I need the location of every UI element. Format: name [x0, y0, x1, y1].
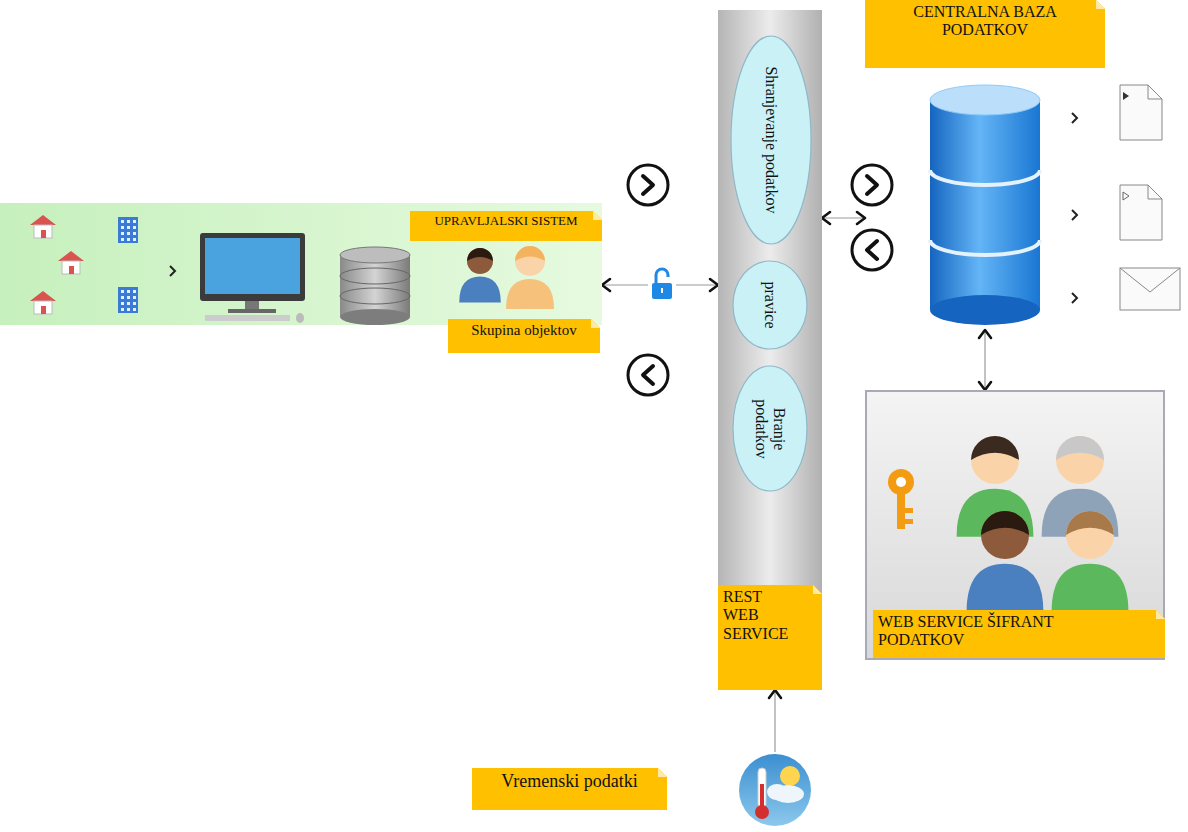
node-label: pravice	[761, 265, 779, 345]
node-label: REST WEB SERVICE	[723, 588, 795, 643]
sticky-note: WEB SERVICE ŠIFRANT PODATKOV	[873, 610, 1165, 658]
system-panel: UPRAVLJALSKI SISTEMSkupina objektov	[0, 203, 602, 325]
chevron-circle	[628, 165, 668, 205]
database-node: CENTRALNA BAZA PODATKOV	[865, 0, 1165, 330]
node-label: Vremenski podatki	[477, 771, 662, 792]
sticky-note: UPRAVLJALSKI SISTEM	[410, 211, 602, 241]
weather-node: Vremenski podatki	[472, 752, 817, 827]
data-flow-connector	[774, 690, 775, 752]
rotated-label: Shranjevanje podatkov	[762, 65, 780, 215]
operation-ellipse: pravice	[732, 260, 808, 350]
sticky-note: Vremenski podatki	[472, 768, 667, 810]
codelist-panel: WEB SERVICE ŠIFRANT PODATKOV	[865, 390, 1165, 660]
service-bar: Shranjevanje podatkov praviceBranje podat…	[718, 10, 822, 690]
sticky-note: REST WEB SERVICE	[718, 585, 822, 690]
sticky-note: CENTRALNA BAZA PODATKOV	[865, 0, 1105, 68]
node-label: WEB SERVICE ŠIFRANT PODATKOV	[878, 613, 1128, 650]
rotated-label: pravice	[761, 265, 779, 345]
rotated-label: Branje podatkov	[752, 379, 789, 479]
node-label: Branje podatkov	[752, 379, 789, 479]
data-flow-connector	[822, 217, 865, 218]
operation-ellipse: Shranjevanje podatkov	[730, 35, 812, 245]
operation-ellipse: Branje podatkov	[732, 365, 808, 492]
node-label: UPRAVLJALSKI SISTEM	[415, 214, 597, 229]
node-label: Skupina objektov	[453, 322, 595, 339]
data-flow-connector	[984, 330, 985, 390]
node-label: Shranjevanje podatkov	[762, 65, 780, 215]
lock-icon	[648, 269, 676, 302]
node-label: CENTRALNA BAZA PODATKOV	[874, 3, 1096, 40]
sticky-note: Skupina objektov	[448, 319, 600, 353]
chevron-circle	[628, 355, 668, 395]
